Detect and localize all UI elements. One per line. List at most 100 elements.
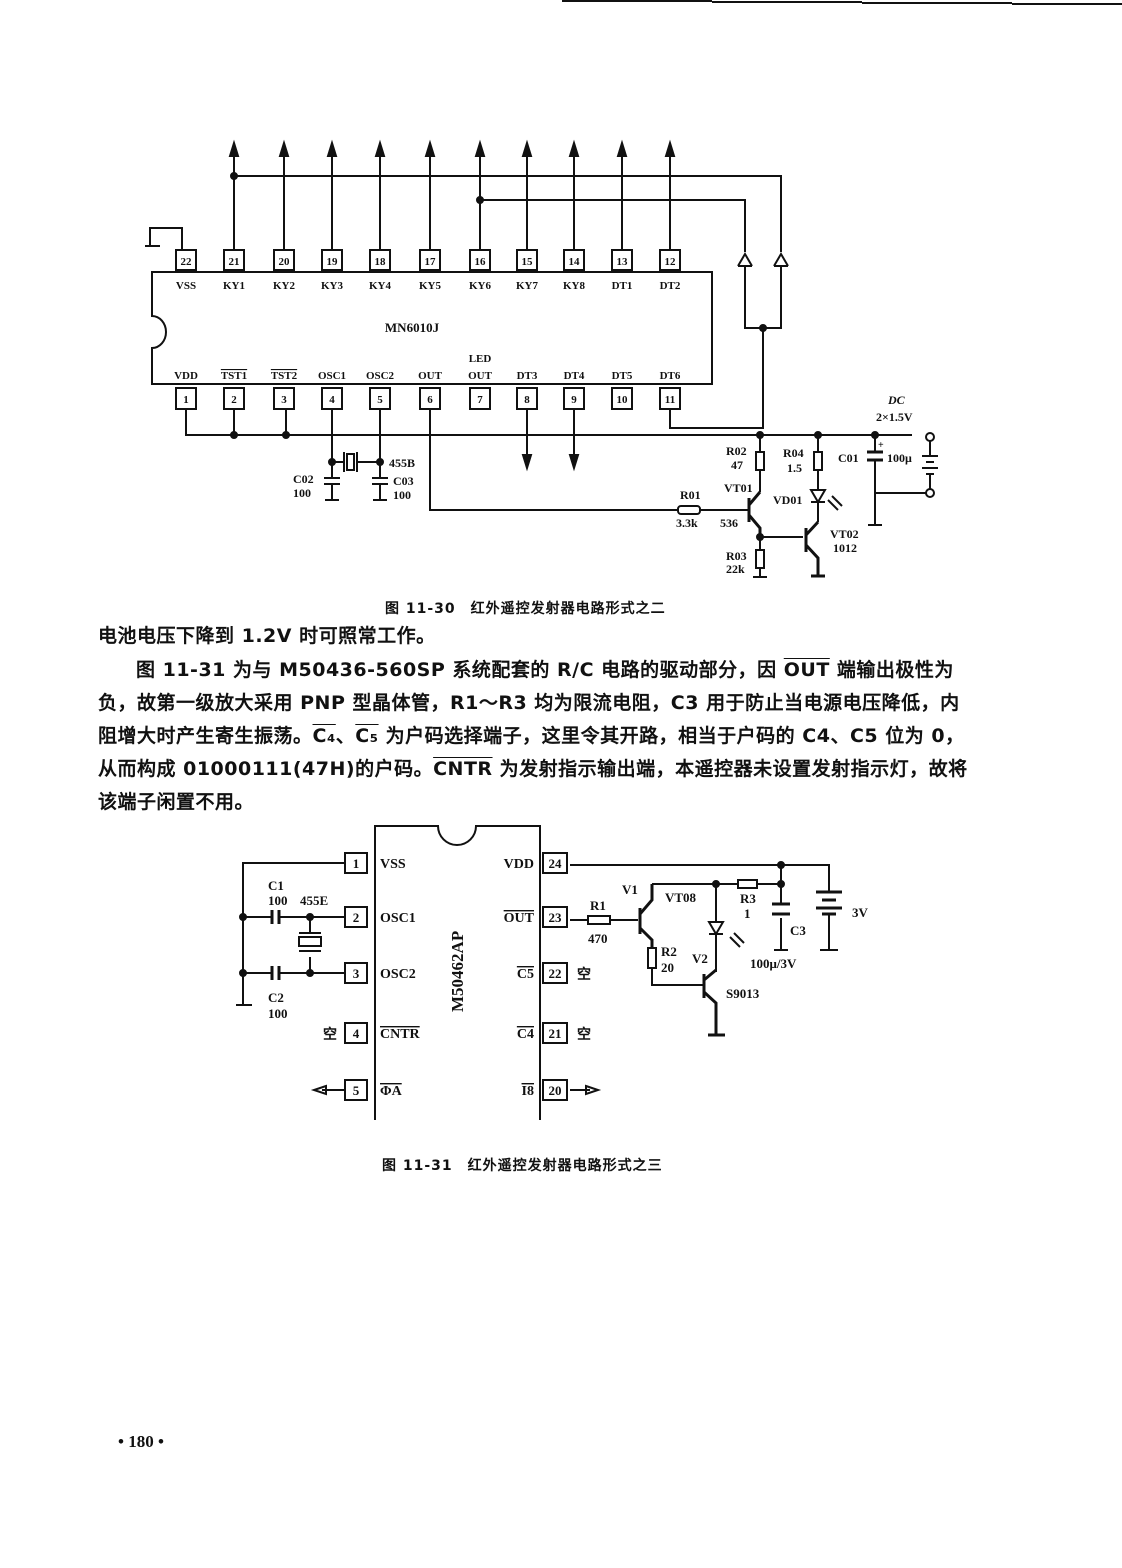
svg-text:C1: C1 xyxy=(268,878,284,893)
svg-text:VT01: VT01 xyxy=(724,481,753,495)
diode-1 xyxy=(737,252,753,267)
bus-ky6 xyxy=(480,199,746,252)
svg-text:1: 1 xyxy=(744,906,751,921)
pin-number: 10 xyxy=(617,394,629,406)
battery-3v xyxy=(816,890,842,916)
svg-text:R3: R3 xyxy=(740,891,756,906)
pin-box xyxy=(223,387,245,410)
pin-box xyxy=(344,906,368,928)
pin-name: KY6 xyxy=(469,280,492,292)
arrow-up-icon xyxy=(374,139,386,157)
svg-text:536: 536 xyxy=(720,516,738,530)
svg-text:VD01: VD01 xyxy=(773,493,802,507)
pin-name: OSC1 xyxy=(318,370,346,382)
pin-number: 3 xyxy=(281,394,287,406)
pin-name: OUT xyxy=(418,370,443,382)
pin-number: 8 xyxy=(524,394,530,406)
scan-edge-line xyxy=(562,0,712,2)
pin-box xyxy=(542,906,568,928)
pin-box xyxy=(611,387,633,410)
pin-name: DT5 xyxy=(612,370,633,382)
pin-box xyxy=(469,387,491,410)
svg-text:470: 470 xyxy=(588,931,608,946)
pin-box xyxy=(563,387,585,410)
svg-text:455B: 455B xyxy=(389,456,415,470)
pin-name: DT3 xyxy=(517,370,538,382)
svg-text:S9013: S9013 xyxy=(726,986,760,1001)
pin-name: DT4 xyxy=(564,370,585,382)
pin-number: 3 xyxy=(353,966,360,981)
ir-emission-icon xyxy=(827,495,843,511)
pin-box xyxy=(175,249,197,271)
svg-text:100μ/3V: 100μ/3V xyxy=(750,956,797,971)
svg-text:C03: C03 xyxy=(393,474,414,488)
resistor-r01 xyxy=(677,505,701,515)
junction xyxy=(230,172,238,180)
arrow-left-pin5 xyxy=(310,1084,345,1096)
pin-name: KY8 xyxy=(563,280,586,292)
pin-name: OUT xyxy=(504,911,535,926)
diode-2 xyxy=(773,252,789,267)
pin-name: VDD xyxy=(504,857,534,872)
resistor-r2 xyxy=(647,947,657,969)
pin-name: OSC2 xyxy=(380,967,416,982)
pin-name: OSC2 xyxy=(366,370,395,382)
pin-box xyxy=(419,387,441,410)
svg-text:100: 100 xyxy=(268,1006,288,1021)
pin-box xyxy=(542,1022,568,1044)
pin-number: 21 xyxy=(229,256,240,268)
resistor-r04 xyxy=(813,451,823,471)
pin-number: 11 xyxy=(665,394,675,406)
pin-number: 17 xyxy=(425,256,437,268)
pin-number: 7 xyxy=(477,394,483,406)
svg-text:455E: 455E xyxy=(300,893,328,908)
pin-number: 1 xyxy=(183,394,189,406)
svg-text:R2: R2 xyxy=(661,944,677,959)
svg-text:R04: R04 xyxy=(783,446,804,460)
pin-number: 20 xyxy=(279,256,291,268)
led xyxy=(707,921,725,936)
terminal xyxy=(925,488,935,498)
arrow-up-icon xyxy=(278,139,290,157)
svg-text:+: + xyxy=(878,440,884,451)
pin-box xyxy=(516,387,538,410)
pin-note-unused: 空 xyxy=(323,1026,337,1043)
pin-number: 20 xyxy=(549,1083,562,1098)
svg-text:V1: V1 xyxy=(622,882,638,897)
pin-number: 22 xyxy=(181,256,193,268)
capacitor-c02 xyxy=(324,462,340,501)
pin-number: 14 xyxy=(569,256,581,268)
bus-ky1 xyxy=(234,175,782,252)
transistor-vt01 xyxy=(747,491,762,537)
pin-name: TST1 xyxy=(221,370,247,382)
battery-dc xyxy=(922,441,938,489)
resistor-r3 xyxy=(737,879,758,889)
pin-number: 2 xyxy=(353,910,360,925)
arrow-down-dt4 xyxy=(568,454,580,472)
svg-text:R02: R02 xyxy=(726,444,747,458)
pin-note-unused: 空 xyxy=(577,1026,591,1043)
pin-name: KY7 xyxy=(516,280,539,292)
transistor-vt02 xyxy=(804,520,825,578)
pin-name: KY2 xyxy=(273,280,296,292)
svg-text:V2: V2 xyxy=(692,951,708,966)
capacitor-c03 xyxy=(372,462,388,501)
pin-name: I8 xyxy=(522,1084,534,1099)
capacitor-c2 xyxy=(270,966,281,980)
pin-number: 19 xyxy=(327,256,339,268)
svg-text:1.5: 1.5 xyxy=(787,461,802,475)
pin-box xyxy=(542,852,568,874)
pin-note-unused: 空 xyxy=(577,966,591,983)
svg-text:R1: R1 xyxy=(590,898,606,913)
pin-name: CNTR xyxy=(380,1027,421,1042)
svg-text:C3: C3 xyxy=(790,923,806,938)
pin-number: 9 xyxy=(571,394,577,406)
pin-number: 15 xyxy=(522,256,534,268)
pin-box xyxy=(175,387,197,410)
pin-name: VSS xyxy=(380,857,406,872)
pin-name: OUT xyxy=(468,370,493,382)
svg-text:47: 47 xyxy=(731,458,743,472)
svg-text:C01: C01 xyxy=(838,451,859,465)
pin-name-top: LED xyxy=(469,353,492,365)
scan-edge-line xyxy=(712,1,862,3)
